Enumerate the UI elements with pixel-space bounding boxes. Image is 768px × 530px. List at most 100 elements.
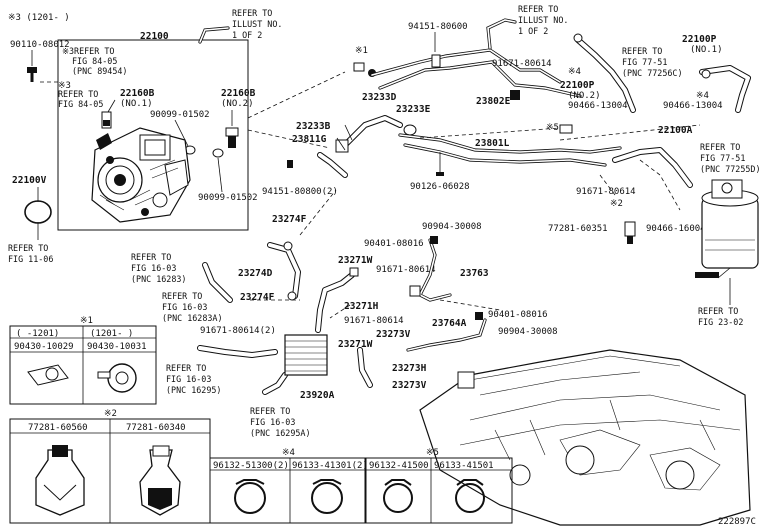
label-94151-80800-2[interactable]: 94151-80800(2) <box>262 187 338 197</box>
table1: ( -1201) (1201- ) 90430-10029 90430-1003… <box>9 325 157 405</box>
label-23273V-a[interactable]: 23273V <box>376 329 411 340</box>
ref-fig-16-03-b[interactable]: REFER TO FIG 16-03 (PNC 16283A) <box>162 291 223 323</box>
table1-title: ※1 <box>80 316 93 326</box>
table4-col2-part[interactable]: 96133-41301(2) <box>292 461 368 471</box>
label-23233B[interactable]: 23233B <box>296 121 331 132</box>
svg-text:REFER TO: REFER TO <box>162 291 202 301</box>
table4-col1-part[interactable]: 96132-51300(2) <box>213 461 289 471</box>
ref-fig-11-06[interactable]: REFER TO FIG 11-06 <box>8 243 53 264</box>
hose-16295-icon <box>197 345 288 395</box>
svg-text:1 OF 2: 1 OF 2 <box>518 26 548 36</box>
label-90466-13004-b[interactable]: 90466-13004 <box>663 101 723 111</box>
label-23801L[interactable]: 23801L <box>475 138 510 149</box>
table5-col2-part[interactable]: 96133-41501 <box>434 461 494 471</box>
label-22100P-no1-sub: (NO.1) <box>690 45 723 55</box>
hose-23274D-icon <box>267 241 301 299</box>
clip-77281-icon <box>624 221 636 244</box>
label-23273H[interactable]: 23273H <box>392 363 427 374</box>
label-94151-80600[interactable]: 94151-80600 <box>408 22 468 32</box>
label-90904-30008-a[interactable]: 90904-30008 <box>422 222 482 232</box>
label-22160B-no2[interactable]: 22160B <box>221 88 256 99</box>
note-3-mark: ※3 <box>58 81 71 91</box>
fuel-cooler-icon <box>284 334 328 376</box>
label-90401-08016-a[interactable]: 90401-08016 <box>364 239 424 249</box>
label-90401-08016-b[interactable]: 90401-08016 <box>488 310 548 320</box>
table1-col1-head: ( -1201) <box>16 329 59 339</box>
label-90466-16004[interactable]: 90466-16004 <box>646 224 706 234</box>
table1-col2-part[interactable]: 90430-10031 <box>87 342 147 352</box>
ref-fig-77-51-a[interactable]: REFER TO FIG 77-51 (PNC 77256C) <box>622 46 683 78</box>
label-23274F-a[interactable]: 23274F <box>272 214 307 225</box>
table2-col2-part[interactable]: 77281-60340 <box>126 423 186 433</box>
label-23271H[interactable]: 23271H <box>344 301 379 312</box>
label-22100P-no2[interactable]: 22100P <box>560 80 595 91</box>
note-4-mark-b: ※4 <box>696 91 709 101</box>
ref-illust-1-of-2-a[interactable]: REFER TO ILLUST NO. 1 OF 2 <box>232 8 282 40</box>
label-23811G[interactable]: 23811G <box>292 134 327 145</box>
label-23233D[interactable]: 23233D <box>362 92 397 103</box>
label-22100V[interactable]: 22100V <box>12 175 47 186</box>
label-91671-80614-b[interactable]: 91671-80614 <box>576 187 636 197</box>
label-23271W-a[interactable]: 23271W <box>338 255 373 266</box>
svg-text:FIG 77-51: FIG 77-51 <box>622 57 667 67</box>
hook-bracket-icon <box>198 26 230 44</box>
ref-fig-16-03-a[interactable]: REFER TO FIG 16-03 (PNC 16283) <box>131 252 186 284</box>
label-23764A[interactable]: 23764A <box>432 318 467 329</box>
label-22160B-no1[interactable]: 22160B <box>120 88 155 99</box>
bolt-90110-icon <box>27 67 37 82</box>
label-23271W-b[interactable]: 23271W <box>338 339 373 350</box>
label-91671-80614-2[interactable]: 91671-80614(2) <box>200 326 276 336</box>
dashed-leaders <box>40 71 701 319</box>
ref-fig-77-51-b[interactable]: REFER TO FIG 77-51 (PNC 77255D) <box>700 142 761 174</box>
label-23273V-b[interactable]: 23273V <box>392 380 427 391</box>
ref-illust-1-of-2-b[interactable]: REFER TO ILLUST NO. 1 OF 2 <box>518 4 568 36</box>
label-22100A[interactable]: 22100A <box>658 125 693 136</box>
hose-23811G-icon <box>317 152 348 178</box>
svg-text:FIG 84-05: FIG 84-05 <box>72 56 117 66</box>
label-77281-60351[interactable]: 77281-60351 <box>548 224 608 234</box>
svg-text:REFER TO: REFER TO <box>131 252 171 262</box>
label-23274D[interactable]: 23274D <box>238 268 273 279</box>
label-91671-80614-c[interactable]: 91671-80614 <box>376 265 436 275</box>
label-23920A[interactable]: 23920A <box>300 390 335 401</box>
label-91671-80614-e[interactable]: 91671-80614 <box>344 316 404 326</box>
note-5-mark: ※5 <box>546 123 559 133</box>
label-22100[interactable]: 22100 <box>140 31 169 42</box>
label-90904-30008-b[interactable]: 90904-30008 <box>498 327 558 337</box>
label-90099-01502-b[interactable]: 90099-01502 <box>198 193 258 203</box>
pipe-23763-icon <box>409 236 452 302</box>
svg-text:FIG 23-02: FIG 23-02 <box>698 317 743 327</box>
svg-text:FIG 11-06: FIG 11-06 <box>8 254 53 264</box>
label-23233E[interactable]: 23233E <box>396 104 431 115</box>
diagram-code: 222897C <box>718 517 756 527</box>
table5-col1-part[interactable]: 96132-41500 <box>369 461 429 471</box>
label-90466-13004-a[interactable]: 90466-13004 <box>568 101 628 111</box>
svg-text:FIG 84-05: FIG 84-05 <box>58 99 103 109</box>
table1-col1-part[interactable]: 90430-10029 <box>14 342 74 352</box>
clamp-23274F-b-icon <box>287 291 297 301</box>
note-1-mark: ※1 <box>355 46 368 56</box>
sensor-22160B-no1-icon <box>101 99 116 129</box>
ref-fig-16-03-d[interactable]: REFER TO FIG 16-03 (PNC 16295A) <box>250 406 311 438</box>
ref-fig-84-05-b[interactable]: REFER TO FIG 84-05 <box>58 89 103 109</box>
table2-col1-part[interactable]: 77281-60560 <box>28 423 88 433</box>
svg-text:(PNC 16283): (PNC 16283) <box>131 274 186 284</box>
ref-fig-84-05-a[interactable]: ※3REFER TO FIG 84-05 (PNC 89454) <box>62 46 127 76</box>
hose-22100P-no2-icon <box>573 33 636 113</box>
label-22100P-no1[interactable]: 22100P <box>682 34 717 45</box>
svg-text:FIG 16-03: FIG 16-03 <box>131 263 176 273</box>
table5-title: ※5 <box>426 448 439 458</box>
label-90126-06028[interactable]: 90126-06028 <box>410 182 470 192</box>
ref-fig-16-03-c[interactable]: REFER TO FIG 16-03 (PNC 16295) <box>166 363 221 395</box>
label-23763[interactable]: 23763 <box>460 268 489 279</box>
clip-77281-60340-icon <box>139 445 181 516</box>
bracket-90430-10029-icon <box>27 364 69 386</box>
ref-fig-23-02[interactable]: REFER TO FIG 23-02 <box>698 306 743 327</box>
label-90110-08012[interactable]: 90110-08012 <box>10 40 70 50</box>
label-23274F-b[interactable]: 23274F <box>240 292 275 303</box>
label-90099-01502-a[interactable]: 90099-01502 <box>150 110 210 120</box>
svg-text:ILLUST NO.: ILLUST NO. <box>518 15 568 25</box>
label-91671-80614-a[interactable]: 91671-80614 <box>492 59 552 69</box>
label-23802E[interactable]: 23802E <box>476 96 511 107</box>
